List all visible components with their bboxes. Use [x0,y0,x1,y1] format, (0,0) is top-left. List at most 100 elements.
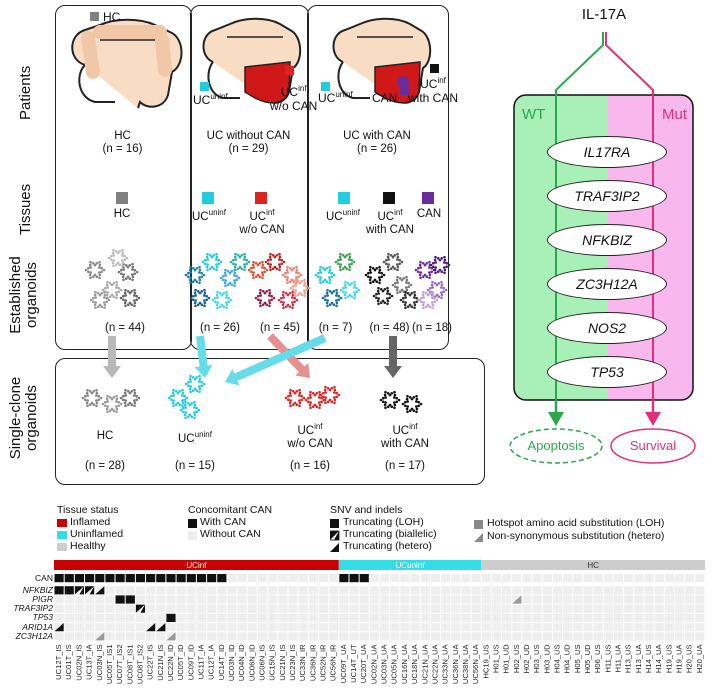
heat-column-label: H05_US [573,644,582,673]
heat-column-label: UC22N_ID [166,644,175,681]
heat-cell [74,623,85,632]
heat-cell [318,586,329,595]
legend-tissue-status-title: Tissue status [57,504,119,516]
heat-cell [685,604,695,613]
heat-cell [634,586,644,595]
single-clone-hc-label: HC [96,430,114,442]
heat-cell-nonsyn [95,632,105,641]
heat-cell [522,632,532,641]
heat-cell [105,623,115,632]
heat-cell [85,613,95,622]
organoid-cluster-uc-uninf-can [339,280,361,300]
heat-cell [339,604,349,613]
heat-cell [125,623,135,632]
heat-cell [85,632,95,641]
heat-cell [674,574,685,583]
heat-cell [217,586,227,595]
legend-healthy-swatch [57,543,67,551]
heat-cell [583,586,593,595]
heat-column-label: UC36N_UA [451,643,460,684]
single-clone-organoid-uc-inf-can [401,394,423,414]
legend-trunc-biallelic-label: Truncating (biallelic) [343,528,437,540]
heat-cell [278,613,288,622]
heat-cell [288,595,298,604]
heat-cell [512,586,522,595]
heat-cell [664,586,674,595]
heat-cell [451,586,461,595]
heat-cell [491,586,502,595]
heat-cell [207,604,217,613]
organoid-cluster-hc [89,290,111,310]
organoid-cluster-uc-uninf [189,288,211,308]
heat-cell [176,632,186,641]
heat-cell [593,574,603,583]
heat-cell-loh [54,586,64,595]
heat-cell-can [95,574,105,583]
heat-cell [329,574,339,583]
uc-without-can-group-title: UC without CAN(n = 29) [206,130,291,156]
heat-cell [339,595,349,604]
uc-uninf-tag-square [200,82,209,91]
heat-cell-can [166,574,176,583]
uc-inf-tag-square [285,66,294,75]
heat-cell [95,613,105,622]
heat-column-label: UC09T_ID [186,644,195,680]
heat-column-label: UC22T_IS [146,644,155,679]
heat-cell [380,604,390,613]
heat-cell [410,613,420,622]
heat-column-label: UC23N_IS [288,644,297,680]
heat-cell [390,613,400,622]
heat-cell [471,574,481,583]
heat-cell [278,574,288,583]
heat-cell [583,595,593,604]
heat-cell [349,604,359,613]
heat-cell [176,595,186,604]
heat-column-label: HC19_US [481,644,490,678]
heat-cell [644,623,654,632]
heat-cell [552,604,563,613]
established-count-uc-uninf-can: (n = 7) [318,322,353,334]
heat-cell [186,632,196,641]
organoid-cluster-uc-uninf-can [314,265,336,285]
heat-cell [64,632,74,641]
heat-cell [532,632,542,641]
heat-cell [115,604,125,613]
heat-cell [257,623,268,632]
panel-uc-without-can [190,5,309,350]
heat-cell [552,574,563,583]
organoid-cluster-uc-uninf [219,268,241,288]
legend-uninflamed-swatch [57,531,67,539]
heat-cell [502,574,512,583]
heat-cell-can [105,574,115,583]
heat-cell [257,574,268,583]
heat-cell-loh [166,613,176,622]
heat-cell [644,632,654,641]
heat-cell [522,574,532,583]
heat-cell-can [125,574,135,583]
heat-cell [359,613,369,622]
gene-pill-nos2: NOS2 [547,312,667,344]
heat-cell [156,613,166,622]
organoid-cluster-hc [119,288,141,308]
uc-uninf-tag-square-2 [321,82,330,91]
heat-column-label: H01_US [491,644,500,673]
legend-without-can-swatch [188,531,197,540]
legend-inflamed-swatch [57,519,67,527]
heat-cell [624,595,634,604]
heat-cell [634,604,644,613]
heat-cell [227,632,237,641]
heat-cell [349,613,359,622]
heat-cell [420,586,430,595]
heat-cell [563,613,573,622]
single-clone-organoid-uc-inf [304,390,326,410]
heat-cell [288,632,298,641]
heat-cell [674,613,685,622]
heat-cell [695,604,705,613]
heat-cell [491,613,502,622]
heat-cell [644,604,654,613]
heat-cell [247,613,257,622]
heat-cell [481,604,491,613]
established-count-uc-inf: (n = 45) [260,322,300,334]
